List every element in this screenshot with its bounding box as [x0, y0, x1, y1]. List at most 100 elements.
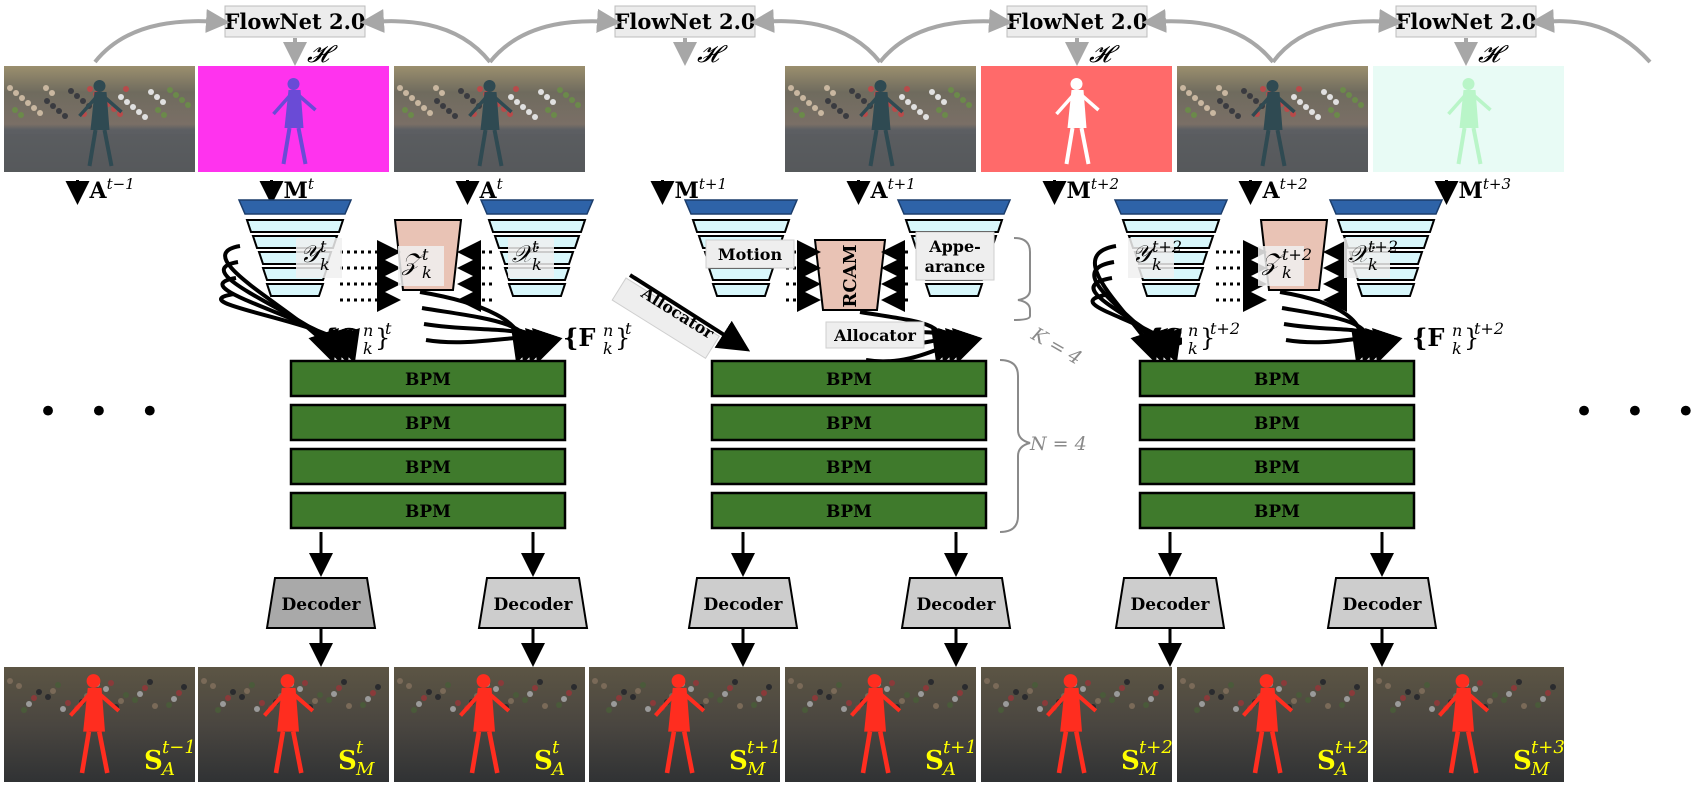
crowd-dot — [103, 686, 109, 692]
crowd-dot — [1385, 683, 1391, 689]
crowd-dot — [1405, 689, 1411, 695]
crowd-dot — [929, 89, 935, 95]
segmentation-label: S — [144, 746, 163, 776]
crowd-dot — [911, 104, 917, 110]
feature-subscript: k — [603, 339, 613, 358]
crowd-dot — [1395, 701, 1401, 707]
crowd-dot — [640, 682, 646, 688]
decoder-block — [1326, 577, 1438, 629]
crowd-dot — [136, 109, 142, 115]
segmentation-label: S — [1121, 746, 1140, 776]
crowd-dot — [1400, 695, 1406, 701]
flow-curve-arrow — [878, 8, 1013, 64]
bpm-label: BPM — [826, 458, 872, 478]
motion-label: Mt+2 — [1067, 175, 1120, 204]
crowd-dot — [1487, 698, 1493, 704]
dancer-arm — [1055, 94, 1074, 116]
crowd-dot — [450, 706, 456, 712]
crowd-dot — [551, 112, 557, 118]
crowd-dot — [1191, 112, 1197, 118]
crowd-dot — [415, 100, 421, 106]
crowd-dot — [545, 107, 551, 113]
crowd-dot — [563, 92, 569, 98]
dancer-head — [1063, 674, 1078, 688]
k-label: K = 4 — [1027, 323, 1086, 370]
crowd-dot — [561, 696, 567, 702]
segmentation-superscript: t — [552, 737, 560, 758]
crowd-dot — [1180, 85, 1186, 91]
symbol-superscript: t — [320, 237, 327, 256]
bpm-label: BPM — [1254, 414, 1300, 434]
crowd-dot — [727, 685, 733, 691]
feature-subscript: k — [363, 339, 373, 358]
flownet-label: FlowNet 2.0 — [614, 9, 755, 34]
dancer-body — [277, 687, 299, 732]
crowd-dot — [142, 114, 148, 120]
ground — [4, 134, 195, 172]
crowd-dot — [152, 703, 158, 709]
crowd-dot — [527, 691, 533, 697]
crowd-dot — [1310, 691, 1316, 697]
crowd-dot — [1129, 703, 1135, 709]
dancer-arm — [494, 96, 513, 114]
allocator-left-box — [611, 277, 720, 360]
crowd-dot — [25, 100, 31, 106]
closing-brace: } — [1200, 324, 1215, 352]
segmentation-subscript: A — [1333, 759, 1348, 780]
dancer-leg — [1471, 127, 1483, 165]
crowd-dot — [1321, 89, 1327, 95]
crowd-dot — [1109, 697, 1115, 703]
crowd-dot — [1281, 680, 1287, 686]
crowd-dot — [761, 690, 767, 696]
symbol-superscript: t — [422, 245, 429, 264]
crowd-dot — [26, 701, 32, 707]
crowd-dot — [954, 92, 960, 98]
crowd-dot — [923, 114, 929, 120]
decoder-block — [1114, 577, 1226, 629]
crowd-dot — [123, 86, 129, 92]
decoder-3: Decoder — [900, 532, 1012, 667]
frame-label: Mt+2 — [1042, 175, 1120, 205]
frame-7: Mt+3 — [1373, 66, 1564, 205]
crowd-dot — [650, 700, 656, 706]
crowd-dot — [1320, 679, 1326, 685]
decoder-block — [687, 577, 799, 629]
segmentation-subscript: A — [550, 759, 565, 780]
crowd-dot — [1305, 697, 1311, 703]
dancer-head — [874, 80, 887, 92]
frame-label: Mt — [259, 175, 315, 205]
dancer-arm — [1241, 693, 1264, 717]
crowd-dot — [1100, 692, 1106, 698]
crowd-dot — [210, 683, 216, 689]
dancer-leg — [868, 129, 879, 167]
ground — [1177, 134, 1368, 172]
crowd-dot — [1209, 689, 1215, 695]
motion-label: Motion — [718, 245, 783, 264]
crowd-dot — [239, 694, 245, 700]
crowd-dot — [185, 102, 191, 108]
bpm-block — [289, 491, 567, 530]
crowd-dot — [1085, 680, 1091, 686]
crowd-dot — [426, 689, 432, 695]
frame-1: Mt — [198, 66, 389, 205]
crowd-dot — [1037, 706, 1043, 712]
dancer-arm — [104, 96, 123, 114]
crowd-dot — [1325, 703, 1331, 709]
bpm-block — [289, 447, 567, 486]
symbol-subscript: k — [1282, 263, 1292, 282]
crowd-dot — [507, 111, 513, 117]
label-superscript: t+3 — [1483, 175, 1511, 193]
crowd-dot — [408, 112, 414, 118]
crowd-dot — [360, 702, 366, 708]
crowd-dot — [1194, 707, 1200, 713]
crowd-dot — [1472, 686, 1478, 692]
crowd-dot — [12, 107, 18, 113]
